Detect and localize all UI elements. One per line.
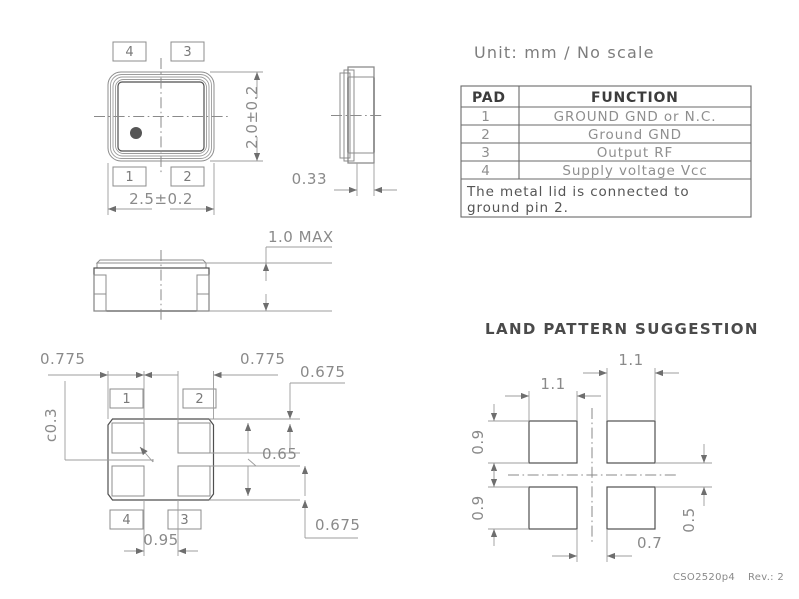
land-pattern-title: LAND PATTERN SUGGESTION: [485, 320, 759, 338]
table-cell-pad: 3: [481, 145, 491, 161]
land-pad-bottom-right: [606, 486, 656, 530]
dimension-label-width: 2.5±0.2: [129, 190, 193, 208]
front-view: 1.0 MAX: [93, 228, 334, 322]
bottom-view-outline: [107, 418, 215, 501]
top-view: 4 3 1 2: [94, 41, 263, 215]
dimension-label-max-height: 1.0 MAX: [268, 228, 334, 246]
land-pad-bottom-left: [528, 486, 578, 530]
dimension-label-pitch-right: 1.1: [618, 351, 643, 369]
table-cell-function: Supply voltage Vcc: [562, 163, 707, 179]
bottom-view: 1 2 4 3 c0.3: [40, 350, 360, 556]
pin-label: 3: [183, 45, 191, 60]
bottom-view-pin-1: 1: [109, 388, 144, 409]
pin-function-table: PAD FUNCTION 1 GROUND GND or N.C. 2 Grou…: [460, 85, 752, 218]
table-header-pad: PAD: [472, 90, 506, 106]
front-view-height-dimension: 1.0 MAX: [203, 228, 334, 312]
table-cell-function: GROUND GND or N.C.: [554, 109, 717, 125]
pin-label: 2: [183, 170, 191, 185]
land-pad-height-bottom-dimension: 0.9: [469, 470, 529, 546]
bottom-view-pin-4: 4: [109, 509, 144, 530]
land-pattern-section: LAND PATTERN SUGGESTION 1.1 1.1: [469, 320, 759, 562]
dimension-label-pitch-left: 1.1: [540, 375, 565, 393]
dimension-label-mid-gap: 0.65: [262, 445, 297, 463]
chamfer-leader: c0.3: [42, 381, 154, 463]
land-pad-height-top-dimension: 0.9: [469, 404, 529, 480]
top-view-pin-4: 4: [112, 41, 147, 62]
pin-label: 1: [125, 170, 133, 185]
unit-note: Unit: mm / No scale: [474, 43, 655, 62]
table-cell-function: Output RF: [597, 145, 673, 161]
land-horizontal-gap-dimension: 0.7: [552, 529, 662, 562]
bottom-view-vertical-dimensions: 0.65 0.675 0.675: [209, 363, 360, 539]
pad-4: [111, 465, 145, 497]
table-row: 3 Output RF: [481, 145, 673, 161]
dimension-label-pad-height-bottom: 0.9: [469, 495, 487, 520]
footer-part-code: CSO2520p4: [673, 572, 735, 583]
pad-2: [177, 422, 211, 454]
table-cell-function: Ground GND: [588, 127, 682, 143]
land-pad-top-right: [606, 420, 656, 464]
footer: CSO2520p4 Rev.: 2: [673, 572, 784, 583]
pin-label: 2: [195, 392, 203, 407]
table-row: 1 GROUND GND or N.C.: [481, 109, 717, 125]
top-view-width-dimension: 2.5±0.2: [107, 163, 215, 215]
table-row: 4 Supply voltage Vcc: [481, 163, 707, 179]
top-view-pin-1: 1: [112, 166, 147, 187]
dimension-label-side-width: 0.33: [292, 170, 327, 188]
land-vertical-gap-dimension: 0.5: [655, 444, 712, 533]
pad-1: [111, 422, 145, 454]
dimension-label-height: 2.0±0.2: [243, 85, 261, 149]
dimension-label-center-pitch: 0.95: [143, 531, 178, 549]
table-header-function: FUNCTION: [591, 90, 679, 106]
side-view: 0.33: [292, 66, 397, 196]
dimension-label-left-offset: 0.775: [40, 350, 85, 368]
table-note-line-1: The metal lid is connected to: [466, 184, 690, 200]
pin-label: 1: [122, 392, 130, 407]
footer-revision: Rev.: 2: [748, 572, 784, 583]
table-cell-pad: 1: [481, 109, 491, 125]
bottom-view-pin-3: 3: [167, 509, 202, 530]
bottom-view-horizontal-dimensions: 0.775 0.775: [40, 350, 285, 423]
pin-label: 4: [122, 513, 130, 528]
dimension-label-right-offset: 0.775: [240, 350, 285, 368]
table-cell-pad: 4: [481, 163, 491, 179]
table-note-line-2: ground pin 2.: [467, 200, 569, 216]
table-row: 2 Ground GND: [481, 127, 682, 143]
pin-label: 3: [180, 513, 188, 528]
dimension-label-top-offset: 0.675: [300, 363, 345, 381]
land-pad-top-left: [528, 420, 578, 464]
bottom-view-pin-2: 2: [182, 388, 217, 409]
dimension-label-bottom-offset: 0.675: [315, 516, 360, 534]
table-cell-pad: 2: [481, 127, 491, 143]
pin-label: 4: [125, 45, 133, 60]
dimension-label-pad-height-top: 0.9: [469, 429, 487, 454]
pad-3: [177, 465, 211, 497]
top-view-pin-2: 2: [170, 166, 205, 187]
dimension-label-horizontal-gap: 0.7: [637, 534, 662, 552]
bottom-view-pitch-dimension: 0.95: [124, 500, 198, 556]
dimension-label-vertical-gap: 0.5: [680, 507, 698, 532]
side-view-width-dimension: 0.33: [292, 163, 397, 196]
top-view-height-dimension: 2.0±0.2: [210, 71, 263, 162]
land-pitch-right-dimension: 1.1: [583, 351, 679, 421]
land-pitch-left-dimension: 1.1: [505, 375, 601, 421]
top-view-pin-3: 3: [170, 41, 205, 62]
pin-1-marker-dot: [130, 127, 142, 139]
dimension-label-chamfer: c0.3: [42, 408, 60, 442]
